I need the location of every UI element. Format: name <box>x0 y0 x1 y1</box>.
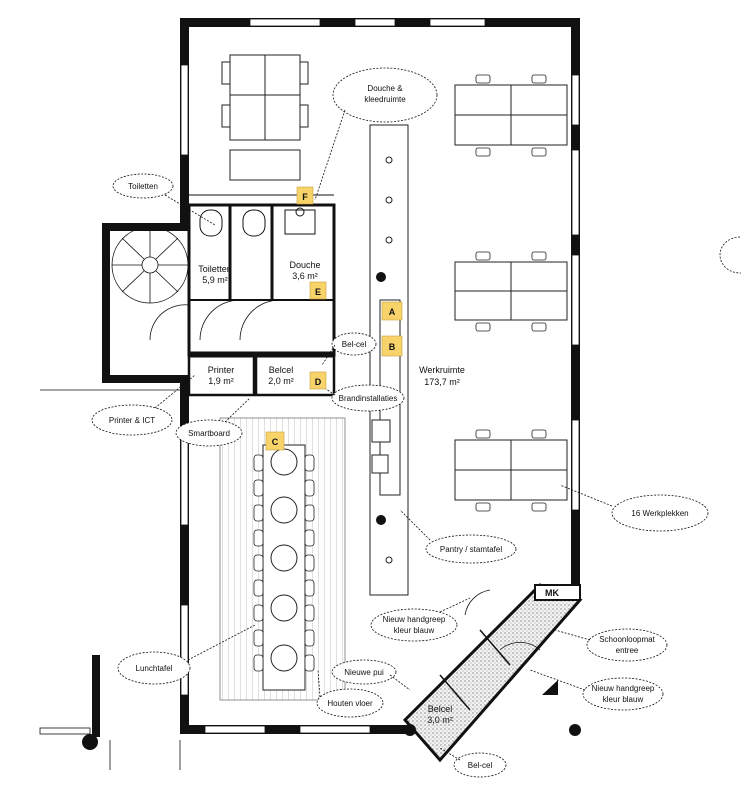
tag-f-letter: F <box>302 192 308 202</box>
windows <box>39 18 580 735</box>
room-douche-area: 3,6 m² <box>292 271 318 281</box>
tag-d-letter: D <box>315 377 322 387</box>
tag-a <box>381 301 403 321</box>
room-labels: Toiletten 5,9 m² Douche 3,6 m² Printer 1… <box>198 260 559 725</box>
leader-lines <box>154 109 613 761</box>
desk-groups-right <box>454 84 568 501</box>
callout-smartboard: Smartboard <box>188 429 230 438</box>
callout-pantry: Pantry / stamtafel <box>440 545 502 554</box>
room-werkruimte-area: 173,7 m² <box>424 377 460 387</box>
lunch-table <box>219 417 346 701</box>
toilet-block <box>149 194 336 397</box>
tag-c <box>265 431 285 451</box>
room-printer-name: Printer <box>208 365 235 375</box>
callout-douche-line2: kleedruimte <box>364 95 406 104</box>
tag-b-letter: B <box>389 342 396 352</box>
stairs <box>111 226 189 304</box>
callout-texts: Douche & kleedruimte Toiletten Bel-cel B… <box>109 84 689 770</box>
tag-a-letter: A <box>389 307 396 317</box>
callout-toiletten: Toiletten <box>128 182 158 191</box>
callout-bel-cel-top: Bel-cel <box>342 340 367 349</box>
yellow-tags <box>265 186 403 451</box>
tag-letters: A B C D E F <box>272 192 396 447</box>
callout-handgreep-1-line2: kleur blauw <box>394 626 435 635</box>
callout-handgreep-2-line1: Nieuw handgreep <box>592 684 655 693</box>
room-douche-name: Douche <box>289 260 320 270</box>
entrance <box>402 583 583 763</box>
room-werkruimte-name: Werkruimte <box>419 365 465 375</box>
tag-f <box>296 186 314 205</box>
callout-printer-ict: Printer & ICT <box>109 416 155 425</box>
callout-brandinstallaties: Brandinstallaties <box>339 394 398 403</box>
callout-schoonloopmat-line2: entree <box>616 646 639 655</box>
callout-lunchtafel: Lunchtafel <box>136 664 173 673</box>
lunch-chairs <box>253 454 315 672</box>
room-toiletten-area: 5,9 m² <box>202 275 228 285</box>
callout-handgreep-1-line1: Nieuw handgreep <box>383 615 446 624</box>
room-belcel-small-name: Belcel <box>269 365 294 375</box>
callout-werkplekken: 16 Werkplekken <box>631 509 688 518</box>
callout-bubbles <box>91 67 741 778</box>
callout-houten-vloer: Houten vloer <box>327 699 373 708</box>
callout-handgreep-2-line2: kleur blauw <box>603 695 644 704</box>
room-mk-label: MK <box>545 588 559 598</box>
tag-b <box>381 335 403 357</box>
desk-group-top-left <box>221 54 309 181</box>
room-belcel-entry-name: Belcel <box>428 704 453 714</box>
room-toiletten-name: Toiletten <box>198 264 232 274</box>
room-belcel-small-area: 2,0 m² <box>268 376 294 386</box>
tag-e <box>309 281 327 300</box>
callout-schoonloopmat-line1: Schoonloopmat <box>599 635 655 644</box>
room-printer-area: 1,9 m² <box>208 376 234 386</box>
callout-douche-line1: Douche & <box>367 84 403 93</box>
desk-chairs <box>475 74 547 512</box>
tag-e-letter: E <box>315 287 321 297</box>
callout-nieuwe-pui: Nieuwe pui <box>344 668 384 677</box>
tag-c-letter: C <box>272 437 279 447</box>
room-belcel-entry-area: 3,0 m² <box>427 715 453 725</box>
pantry-counter <box>369 124 409 596</box>
callout-bel-cel-bottom: Bel-cel <box>468 761 493 770</box>
tag-d <box>309 371 327 390</box>
